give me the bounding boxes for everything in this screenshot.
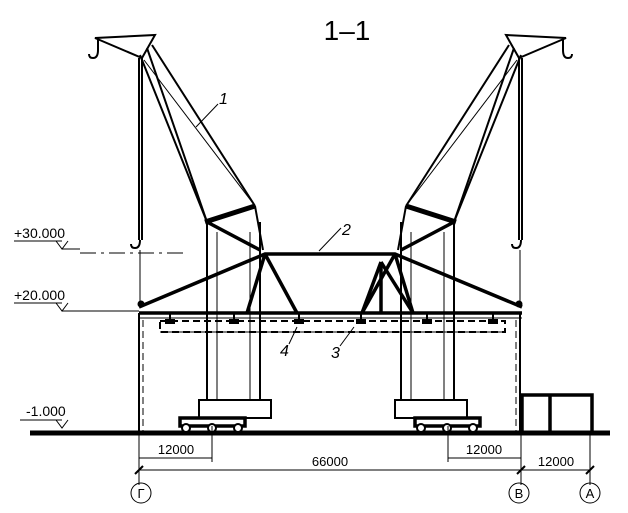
dimension-right-track: 12000 [447, 426, 521, 462]
elevation-ground-label: -1.000 [26, 403, 66, 419]
axis-marker-right: А [579, 482, 601, 504]
section-title: 1–1 [324, 15, 371, 46]
callout-rail: 3 [331, 326, 355, 362]
elevation-top: +30.000 [14, 225, 185, 254]
dimension-span-value: 66000 [312, 454, 348, 469]
dimension-bay-value: 12000 [538, 454, 574, 469]
dimension-left-track: 12000 [138, 426, 213, 462]
elevation-top-label: +30.000 [14, 225, 65, 241]
callout-hoist: 4 [280, 326, 298, 360]
right-building-column [515, 313, 521, 433]
elevation-middle-label: +20.000 [14, 287, 65, 303]
callout-crane: 1 [195, 91, 228, 128]
callout-crane-number: 1 [219, 91, 228, 108]
dimension-bay: 12000 [521, 433, 595, 485]
right-tower-crane [394, 33, 573, 433]
axis-marker-right-label: А [586, 486, 595, 501]
callout-rail-number: 3 [331, 345, 340, 362]
elevation-middle: +20.000 [14, 287, 139, 312]
axis-marker-middle-label: В [515, 486, 524, 501]
axis-marker-middle: В [508, 482, 530, 504]
dimension-left-track-value: 12000 [158, 442, 194, 457]
left-building-column [138, 313, 144, 433]
axis-marker-left: Г [130, 482, 152, 504]
axis-marker-left-label: Г [137, 486, 144, 501]
left-tower-crane [88, 33, 272, 433]
annex-building [520, 393, 594, 433]
callout-hoist-number: 4 [280, 343, 289, 360]
hoist-units [165, 313, 498, 324]
callout-truss-number: 2 [341, 222, 351, 239]
roof-truss [137, 252, 523, 319]
dimension-right-track-value: 12000 [466, 442, 502, 457]
elevation-ground: -1.000 [20, 403, 69, 429]
dimension-span: 66000 [134, 433, 526, 485]
callout-truss: 2 [318, 222, 351, 252]
